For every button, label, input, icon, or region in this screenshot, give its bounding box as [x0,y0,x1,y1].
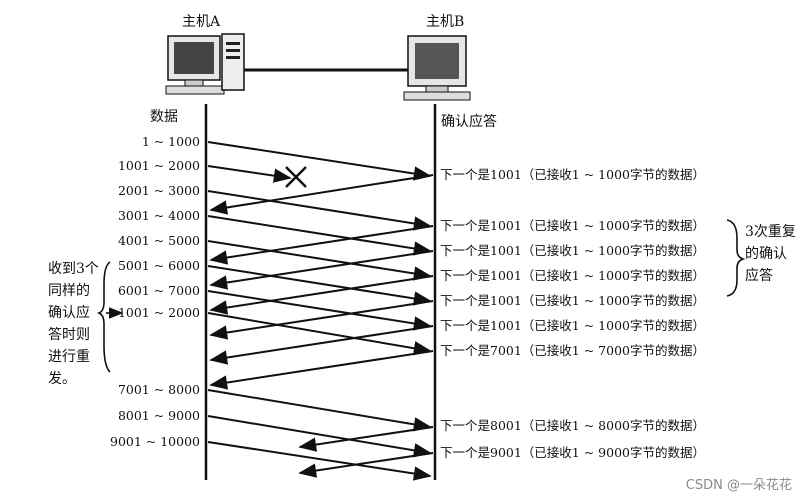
data-arrows [207,141,432,481]
ack-arrows [209,174,434,478]
ack-label: 下一个是9001（已接收1 ~ 9000字节的数据） [440,445,705,460]
sent-segment-labels: 1 ~ 1000 1001 ~ 2000 2001 ~ 3000 3001 ~ … [110,134,200,449]
watermark-text: CSDN @一朵花花 [686,477,792,493]
sent-segment-label: 1001 ~ 2000 [118,305,200,320]
retransmit-arrow [207,312,432,356]
ack-label: 下一个是1001（已接收1 ~ 1000字节的数据） [440,268,705,283]
ack-arrow [209,225,434,265]
data-arrow [207,389,432,432]
sent-segment-label: 5001 ~ 6000 [118,258,200,273]
svg-text:同样的: 同样的 [48,283,90,299]
data-arrow [207,265,432,306]
ack-label: 下一个是8001（已接收1 ~ 8000字节的数据） [440,418,705,433]
host-a-computer-icon [165,33,245,95]
svg-text:3次重复: 3次重复 [745,223,796,240]
ack-label: 下一个是1001（已接收1 ~ 1000字节的数据） [440,218,705,233]
svg-text:发。: 发。 [48,371,76,387]
data-arrow [207,141,432,181]
sent-segment-label: 3001 ~ 4000 [118,208,200,223]
ack-arrow [209,300,434,340]
ack-arrow [209,250,434,290]
ack-label: 下一个是7001（已接收1 ~ 7000字节的数据） [440,343,705,358]
sent-segment-label: 4001 ~ 5000 [118,233,200,248]
ack-arrow [209,325,434,365]
data-arrow [207,290,432,331]
ack-label: 下一个是1001（已接收1 ~ 1000字节的数据） [440,167,705,182]
data-arrow [207,415,432,458]
data-arrow [207,240,432,281]
sent-segment-label: 7001 ~ 8000 [118,382,200,397]
svg-text:答时则: 答时则 [48,326,90,343]
data-arrow [207,190,432,231]
lost-data-arrow [207,165,292,183]
retransmit-brace [96,261,111,373]
sent-segment-label: 1 ~ 1000 [142,134,200,149]
svg-text:进行重: 进行重 [48,349,90,365]
ack-labels: 下一个是1001（已接收1 ~ 1000字节的数据） 下一个是1001（已接收1… [440,167,705,460]
sent-segment-label: 8001 ~ 9000 [118,408,200,423]
host-b-label: 主机B [426,14,464,30]
ack-column-header: 确认应答 [441,113,497,130]
host-b-computer-icon [403,35,471,101]
sent-segment-label: 2001 ~ 3000 [118,183,200,198]
data-column-header: 数据 [150,109,178,125]
svg-text:确认应: 确认应 [48,304,90,321]
host-a-label: 主机A [182,14,221,30]
svg-text:的确认: 的确认 [745,246,787,262]
sent-segment-label: 1001 ~ 2000 [118,158,200,173]
ack-arrow [298,426,434,452]
ack-arrow [209,174,434,215]
ack-arrow [209,275,434,315]
ack-label: 下一个是1001（已接收1 ~ 1000字节的数据） [440,318,705,333]
retransmit-rule-note: 收到3个 同样的 确认应 答时则 进行重 发。 [48,261,99,387]
data-arrow [207,441,432,481]
ack-arrow [298,452,434,478]
ack-label: 下一个是1001（已接收1 ~ 1000字节的数据） [440,243,705,258]
duplicate-ack-brace [726,219,746,297]
packet-lost-icon [285,166,307,188]
data-arrow [207,215,432,256]
svg-text:应答: 应答 [745,267,773,284]
ack-label: 下一个是1001（已接收1 ~ 1000字节的数据） [440,293,705,308]
ack-arrow [209,350,434,390]
sent-segment-label: 6001 ~ 7000 [118,283,200,298]
duplicate-ack-note: 3次重复 的确认 应答 [745,223,796,284]
svg-text:收到3个: 收到3个 [48,261,99,277]
sent-segment-label: 9001 ~ 10000 [110,434,200,449]
